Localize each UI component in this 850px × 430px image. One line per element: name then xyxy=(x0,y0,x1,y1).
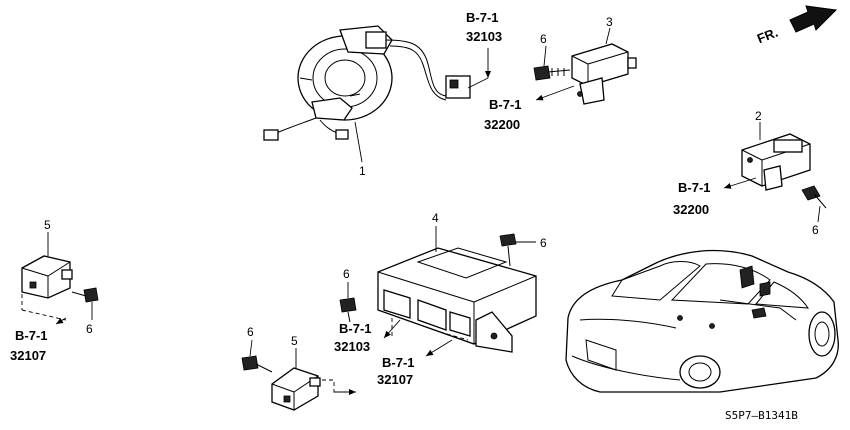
front-direction-arrow xyxy=(789,5,838,33)
callout-6c: 6 xyxy=(540,236,547,250)
section-ref-label: B-7-1 xyxy=(466,10,499,25)
section-ref-code: 32107 xyxy=(10,348,46,363)
vehicle-sketch xyxy=(565,249,839,393)
impact-sensor-part xyxy=(21,232,73,299)
cable-reel-part xyxy=(263,25,471,163)
srs-unit-part xyxy=(377,226,537,353)
section-ref-label: B-7-1 xyxy=(489,97,522,112)
callout-6a: 6 xyxy=(540,32,547,46)
callout-4: 4 xyxy=(432,211,439,225)
bolt-part xyxy=(533,45,571,81)
section-ref-code: 32107 xyxy=(377,372,413,387)
diagram-code: S5P7—B1341B xyxy=(725,409,798,422)
bolt-part xyxy=(801,185,827,223)
section-ref-label: B-7-1 xyxy=(678,180,711,195)
section-ref-code: 32200 xyxy=(484,117,520,132)
bolt-part xyxy=(241,339,273,373)
callout-6e: 6 xyxy=(247,325,254,339)
callout-2: 2 xyxy=(755,109,762,123)
section-ref-label: B-7-1 xyxy=(15,328,48,343)
callout-3: 3 xyxy=(606,15,613,29)
callout-6f: 6 xyxy=(86,322,93,336)
section-ref-label: B-7-1 xyxy=(382,355,415,370)
callout-6b: 6 xyxy=(812,223,819,237)
callout-1: 1 xyxy=(359,164,366,178)
side-sensor-part xyxy=(741,122,811,191)
impact-sensor-part xyxy=(271,348,321,411)
section-ref-code: 32103 xyxy=(466,29,502,44)
section-ref-label: B-7-1 xyxy=(339,321,372,336)
callout-5a: 5 xyxy=(44,218,51,232)
front-sensor-part xyxy=(571,27,637,105)
callout-5b: 5 xyxy=(291,334,298,348)
bolt-part xyxy=(499,233,536,267)
bolt-part xyxy=(71,287,99,320)
front-direction-label: FR. xyxy=(755,25,780,47)
section-ref-code: 32103 xyxy=(334,339,370,354)
section-ref-code: 32200 xyxy=(673,202,709,217)
callout-6d: 6 xyxy=(343,267,350,281)
bolt-part xyxy=(339,282,357,323)
